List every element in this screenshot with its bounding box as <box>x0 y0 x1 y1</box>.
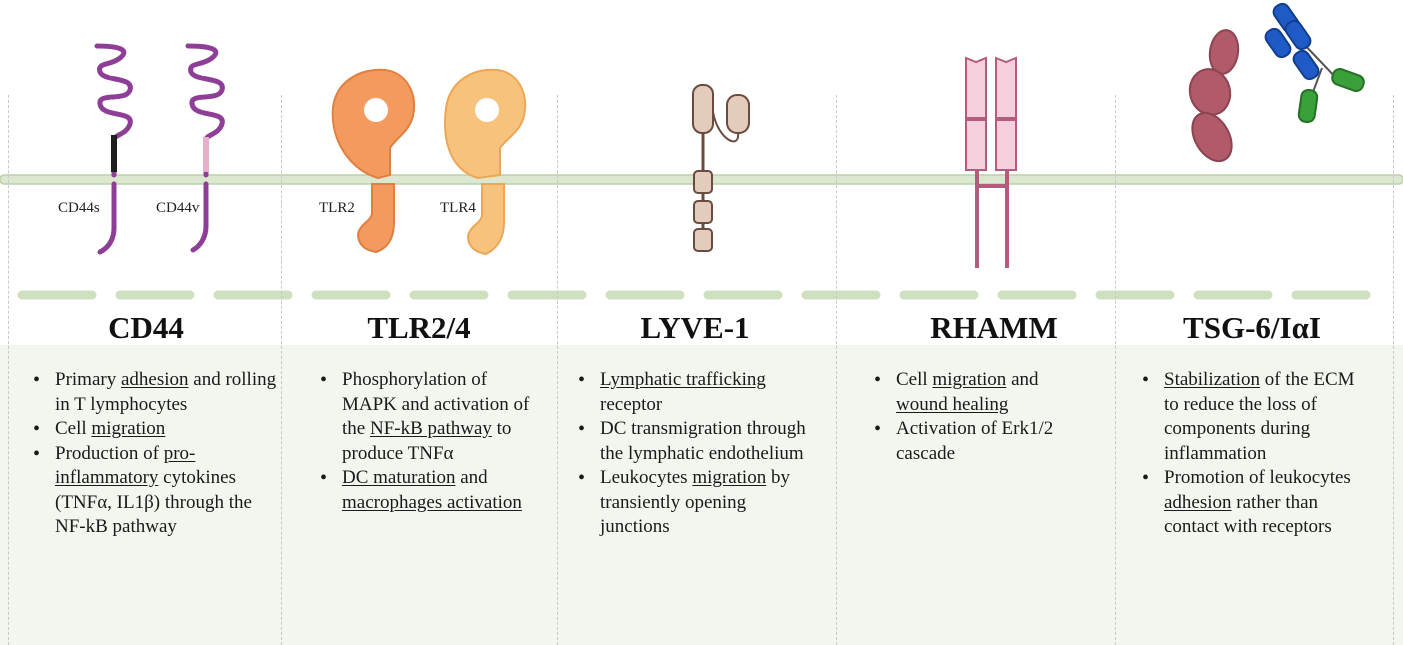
emphasized-term: migration <box>91 418 166 439</box>
column-divider <box>8 95 9 645</box>
tlr4-receptor <box>444 68 527 256</box>
cd44s-receptor: S-S S-S S-S <box>94 43 133 255</box>
emphasized-term: migration <box>932 369 1007 390</box>
item-text: to produce TNFα <box>342 418 512 464</box>
item-text: cytokines (TNFα, IL1β) through the NF-kB… <box>55 467 252 537</box>
emphasized-term: adhesion <box>120 369 189 390</box>
column-divider <box>557 95 558 645</box>
rhamm-functions: Cell migration and wound healingActivati… <box>872 368 1092 466</box>
svg-text:S-S: S-S <box>109 72 119 78</box>
item-text: and <box>455 467 488 488</box>
iai-molecule <box>1264 2 1365 124</box>
function-item: Leukocytes migration by transiently open… <box>578 466 816 540</box>
item-text: Cell <box>55 418 92 439</box>
item-text: Activation of Erk1/2 cascade <box>896 418 1054 464</box>
function-list: Cell migration and wound healingActivati… <box>872 368 1092 466</box>
function-item: Promotion of leukocytes adhesion rather … <box>1142 466 1365 540</box>
rhamm-receptor <box>965 56 1017 268</box>
function-list: Phosphorylation of MAPK and activation o… <box>318 368 540 515</box>
function-list: Stabilization of the ECM to reduce the l… <box>1140 368 1365 540</box>
column-divider <box>1393 95 1394 645</box>
column-divider <box>836 95 837 645</box>
svg-text:S-S: S-S <box>201 100 211 106</box>
emphasized-term: NF-kB pathway <box>369 418 492 439</box>
tsg6-title: TSG-6/IαI <box>1183 310 1321 345</box>
item-text: by transiently opening junctions <box>600 467 790 537</box>
function-item: Production of pro-inflammatory cytokines… <box>33 442 281 540</box>
tlr24-title: TLR2/4 <box>367 310 471 345</box>
function-item: Cell migration <box>33 417 281 442</box>
tlr2-receptor <box>331 68 416 254</box>
function-item: Phosphorylation of MAPK and activation o… <box>320 368 540 466</box>
rhamm-title: RHAMM <box>930 310 1058 345</box>
item-text: Production of <box>55 442 164 464</box>
function-item: Lymphatic trafficking receptor <box>578 368 816 417</box>
item-text: Leukocytes <box>600 467 693 488</box>
emphasized-term: pro-inflammatory <box>55 442 196 489</box>
cd44v-receptor: S-S S-S S-S <box>185 43 225 253</box>
function-item: Cell migration and wound healing <box>874 368 1092 417</box>
item-text: and <box>1006 369 1039 390</box>
item-text: of the ECM to reduce the loss of compone… <box>1164 369 1355 464</box>
item-text: Phosphorylation of MAPK and activation o… <box>342 369 530 439</box>
cd44-title: CD44 <box>108 310 184 345</box>
svg-text:S-S: S-S <box>201 72 211 78</box>
emphasized-term: DC maturation <box>342 467 456 488</box>
item-text: Promotion of leukocytes <box>1164 467 1351 488</box>
tsg6-molecule <box>1188 29 1240 163</box>
column-divider <box>281 95 282 645</box>
function-list: Lymphatic trafficking receptorDC transmi… <box>576 368 816 540</box>
tlr4-label: TLR4 <box>440 200 476 216</box>
cd44v-label: CD44v <box>156 200 200 216</box>
item-text: receptor <box>600 393 663 415</box>
svg-text:S-S: S-S <box>109 100 119 106</box>
emphasized-term: migration <box>692 467 767 488</box>
emphasized-term: adhesion <box>1164 491 1232 513</box>
tlr24-functions: Phosphorylation of MAPK and activation o… <box>318 368 540 515</box>
svg-text:S-S: S-S <box>201 122 211 128</box>
cd44-functions: Primary adhesion and rolling in T lympho… <box>31 368 281 540</box>
tlr2-label: TLR2 <box>319 200 355 216</box>
cd44s-label: CD44s <box>58 200 100 216</box>
item-text: Cell <box>896 369 933 390</box>
item-text: Primary <box>55 369 121 390</box>
lyve1-functions: Lymphatic trafficking receptorDC transmi… <box>576 368 816 540</box>
emphasized-term: macrophages activation <box>342 491 522 513</box>
lyve1-receptor <box>692 84 750 252</box>
tsg6-functions: Stabilization of the ECM to reduce the l… <box>1140 368 1365 540</box>
emphasized-term: Lymphatic trafficking <box>600 369 766 390</box>
svg-text:S-S: S-S <box>109 122 119 128</box>
function-item: Activation of Erk1/2 cascade <box>874 417 1092 466</box>
function-list: Primary adhesion and rolling in T lympho… <box>31 368 281 540</box>
item-text: DC transmigration through the lymphatic … <box>600 418 806 464</box>
item-text: rather than contact with receptors <box>1164 491 1332 538</box>
function-item: DC maturation and macrophages activation <box>320 466 540 515</box>
item-text: and rolling in T lymphocytes <box>55 369 277 415</box>
function-item: Primary adhesion and rolling in T lympho… <box>33 368 281 417</box>
lyve1-title: LYVE-1 <box>640 310 750 345</box>
column-divider <box>1115 95 1116 645</box>
emphasized-term: wound healing <box>896 393 1009 415</box>
emphasized-term: Stabilization <box>1164 369 1261 390</box>
function-item: Stabilization of the ECM to reduce the l… <box>1142 368 1365 466</box>
function-item: DC transmigration through the lymphatic … <box>578 417 816 466</box>
